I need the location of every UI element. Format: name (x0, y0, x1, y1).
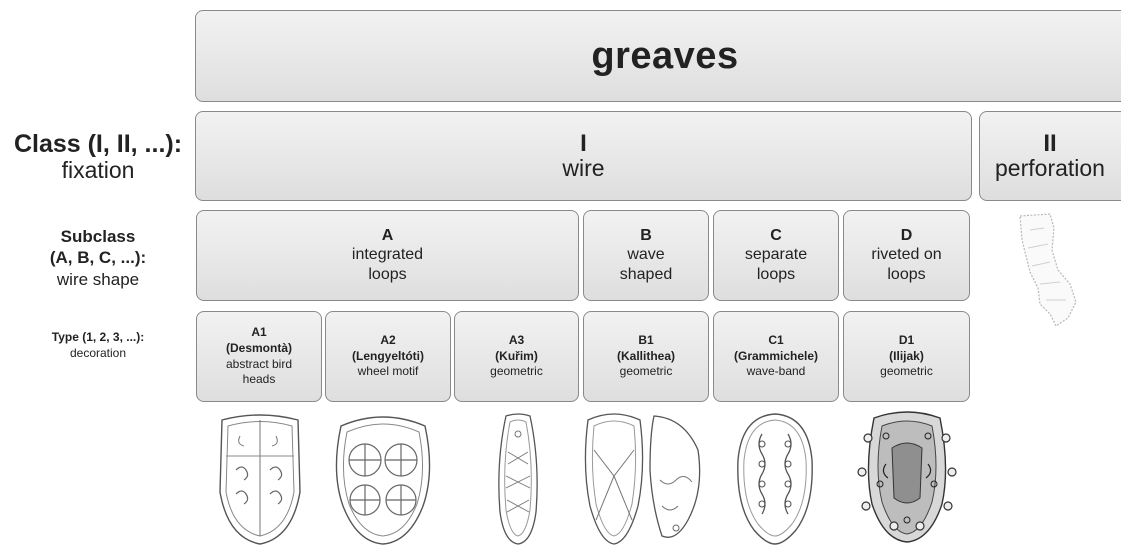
type-box-a1: A1 (Desmontà) abstract bird heads (196, 311, 322, 402)
class-ii-code: II (1043, 131, 1056, 156)
subclass-c-code: C (770, 226, 782, 245)
subclass-b-code: B (640, 226, 652, 245)
greave-a3-illustration (490, 412, 545, 547)
subclass-b-desc2: shaped (620, 265, 673, 285)
subclass-b-desc1: wave (627, 245, 664, 265)
subclass-a-desc1: integrated (352, 245, 423, 265)
type-row-label: Type (1, 2, 3, ...): decoration (18, 330, 178, 361)
subclass-box-c: C separate loops (713, 210, 839, 301)
subclass-row-line2: (A, B, C, ...): (8, 247, 188, 268)
greave-c1-illustration (732, 410, 818, 547)
type-b1-site: (Kallithea) (617, 349, 675, 365)
type-a1-site: (Desmontà) (226, 341, 292, 357)
greave-a1-illustration (214, 412, 306, 547)
type-a3-code: A3 (509, 333, 524, 349)
subclass-a-code: A (382, 226, 394, 245)
title-text: greaves (591, 35, 738, 78)
subclass-d-desc2: loops (887, 265, 925, 285)
subclass-row-sub: wire shape (8, 269, 188, 290)
type-c1-desc: wave-band (747, 364, 806, 380)
type-b1-code: B1 (638, 333, 653, 349)
type-box-b1: B1 (Kallithea) geometric (583, 311, 709, 402)
type-box-d1: D1 (Ilijak) geometric (843, 311, 970, 402)
title-box: greaves (195, 10, 1121, 102)
class-i-code: I (580, 131, 587, 156)
type-d1-desc: geometric (880, 364, 933, 380)
type-a1-desc: abstract bird heads (219, 357, 299, 388)
subclass-row-line1: Subclass (8, 226, 188, 247)
subclass-row-label: Subclass (A, B, C, ...): wire shape (8, 226, 188, 290)
greave-d1-illustration (852, 408, 962, 547)
subclass-d-desc1: riveted on (871, 245, 941, 265)
class-row-heading: Class (I, II, ...): (2, 131, 194, 157)
type-c1-code: C1 (768, 333, 783, 349)
type-row-heading: Type (1, 2, 3, ...): (18, 330, 178, 346)
type-a2-desc: wheel motif (358, 364, 419, 380)
type-a2-site: (Lengyeltóti) (352, 349, 424, 365)
type-a2-code: A2 (380, 333, 395, 349)
type-box-a2: A2 (Lengyeltóti) wheel motif (325, 311, 451, 402)
subclass-box-d: D riveted on loops (843, 210, 970, 301)
class-row-label: Class (I, II, ...): fixation (2, 131, 194, 184)
class-row-sub: fixation (2, 157, 194, 183)
class-box-i: I wire (195, 111, 972, 201)
subclass-a-desc2: loops (368, 265, 406, 285)
class-ii-desc: perforation (995, 156, 1105, 181)
subclass-box-b: B wave shaped (583, 210, 709, 301)
subclass-c-desc1: separate (745, 245, 807, 265)
type-a1-code: A1 (251, 325, 266, 341)
subclass-d-code: D (901, 226, 913, 245)
type-a3-desc: geometric (490, 364, 543, 380)
subclass-c-desc2: loops (757, 265, 795, 285)
type-box-a3: A3 (Kuřim) geometric (454, 311, 579, 402)
type-row-sub: decoration (18, 346, 178, 362)
greave-b1-illustration (580, 410, 710, 547)
greave-a2-illustration (327, 412, 439, 547)
type-d1-site: (Ilijak) (889, 349, 924, 365)
type-c1-site: (Grammichele) (734, 349, 818, 365)
type-b1-desc: geometric (620, 364, 673, 380)
type-a3-site: (Kuřim) (495, 349, 538, 365)
class-i-desc: wire (562, 156, 604, 181)
perforation-fragment-illustration (1010, 210, 1088, 334)
type-box-c1: C1 (Grammichele) wave-band (713, 311, 839, 402)
type-d1-code: D1 (899, 333, 914, 349)
class-box-ii: II perforation (979, 111, 1121, 201)
subclass-box-a: A integrated loops (196, 210, 579, 301)
